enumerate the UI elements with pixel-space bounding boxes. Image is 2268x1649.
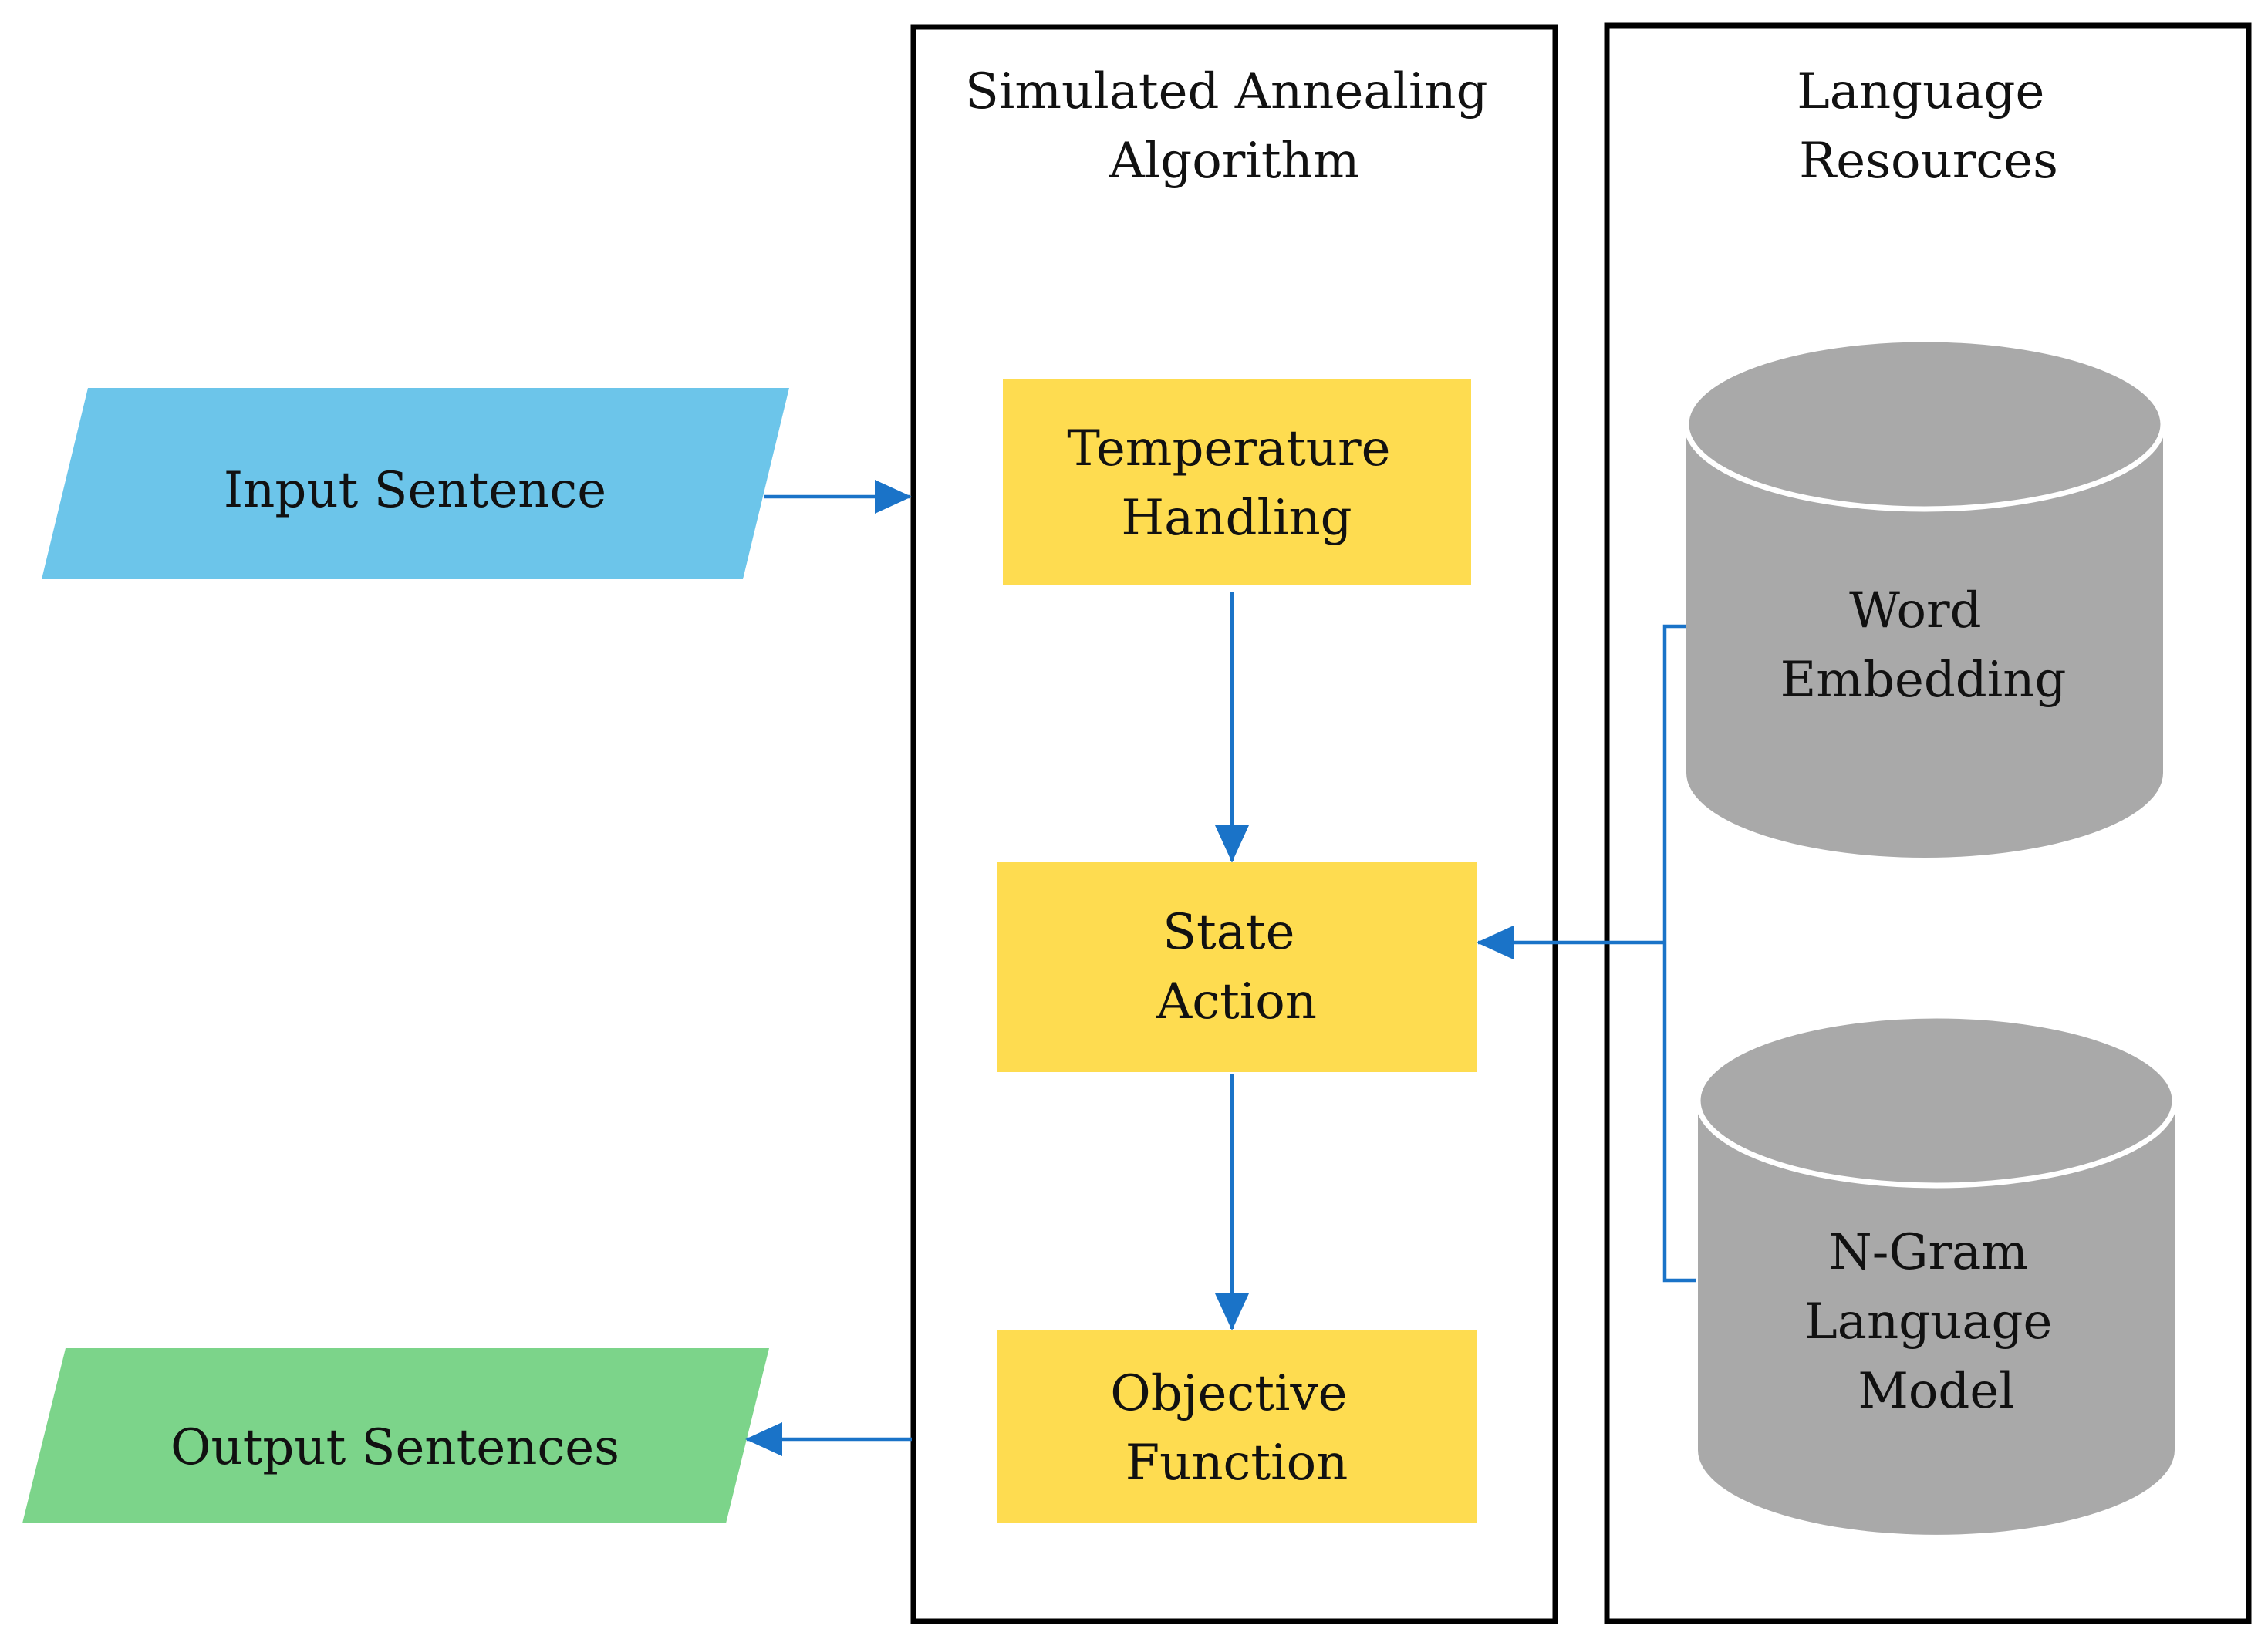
word-embedding-label: Word Embedding [1780, 582, 2067, 709]
objective-function-label: Objective Function [1110, 1365, 1363, 1492]
temperature-handling-line-1: Temperature [1067, 420, 1390, 477]
state-action-label: State Action [1156, 904, 1317, 1030]
objective-function-line-1: Objective [1110, 1365, 1347, 1422]
input-sentence-shape [42, 388, 789, 579]
word-embedding-cylinder-top [1683, 336, 2166, 512]
ngram-cylinder-top [1695, 1013, 2178, 1189]
resources-bracket-connector [1662, 624, 1696, 1283]
temperature-handling-box [1003, 379, 1471, 585]
state-action-line-2: Action [1156, 973, 1317, 1030]
output-sentences-shape [22, 1348, 769, 1523]
state-action-line-1: State [1163, 904, 1294, 961]
language-resources-title-line-2: Resources [1799, 133, 2058, 190]
language-resources-title: Language Resources [1797, 63, 2060, 190]
ngram-language-model-label: N-Gram Language Model [1804, 1224, 2067, 1420]
simulated-annealing-title: Simulated Annealing Algorithm [965, 63, 1504, 190]
input-sentence-label: Input Sentence [224, 462, 606, 519]
ngram-line-3: Model [1858, 1363, 2014, 1420]
word-embedding-database: Word Embedding [1683, 336, 2166, 858]
output-sentences-label: Output Sentences [170, 1419, 619, 1476]
word-embedding-line-1: Word [1849, 582, 1982, 639]
temperature-handling-line-2: Handling [1121, 490, 1352, 547]
ngram-cylinder-body [1698, 1101, 2175, 1535]
language-resources-title-line-1: Language [1797, 63, 2044, 120]
ngram-language-model-database: N-Gram Language Model [1695, 1013, 2178, 1535]
word-embedding-line-2: Embedding [1780, 652, 2067, 709]
word-embedding-cylinder-body [1686, 424, 2163, 858]
ngram-line-1: N-Gram [1829, 1224, 2028, 1281]
simulated-annealing-container [910, 24, 1558, 1624]
language-resources-container [1604, 22, 2252, 1624]
simulated-annealing-title-line-1: Simulated Annealing [965, 63, 1488, 120]
objective-function-box [997, 1330, 1477, 1523]
ngram-line-2: Language [1804, 1293, 2052, 1351]
objective-function-line-2: Function [1126, 1435, 1348, 1492]
temperature-handling-label: Temperature Handling [1067, 420, 1406, 547]
simulated-annealing-title-line-2: Algorithm [1109, 133, 1360, 190]
state-action-box [997, 862, 1477, 1072]
